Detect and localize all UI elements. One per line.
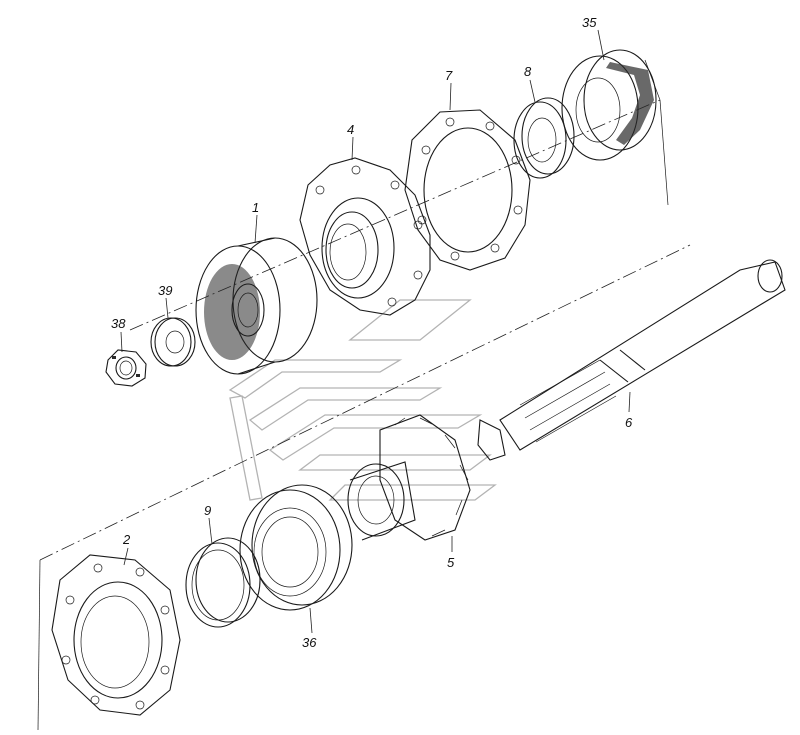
callout-1: 1 xyxy=(252,200,259,215)
part-9-spacer-ring xyxy=(185,537,261,628)
part-36-bearing xyxy=(239,484,353,611)
callout-8: 8 xyxy=(524,64,532,79)
callout-7: 7 xyxy=(445,68,453,83)
callout-9: 9 xyxy=(204,503,211,518)
callout-labels: 35 8 7 4 1 39 38 6 5 2 9 36 xyxy=(111,15,633,650)
part-2-cover xyxy=(51,554,181,716)
callout-39: 39 xyxy=(158,283,172,298)
center-axis-lower xyxy=(37,244,691,731)
part-4-housing xyxy=(299,157,431,316)
part-1-flange xyxy=(195,237,318,375)
part-35-bearing xyxy=(561,49,657,161)
callout-2: 2 xyxy=(122,532,131,547)
callout-4: 4 xyxy=(347,122,354,137)
watermark-logo xyxy=(228,299,497,501)
part-6-shaft xyxy=(477,259,786,461)
callout-5: 5 xyxy=(447,555,455,570)
part-8-seal-ring xyxy=(513,97,575,179)
callout-36: 36 xyxy=(302,635,317,650)
part-38-castle-nut xyxy=(105,349,147,387)
part-39-washer xyxy=(150,317,196,367)
part-7-gasket xyxy=(404,109,531,271)
callout-38: 38 xyxy=(111,316,126,331)
part-5-bevel-gear xyxy=(347,414,471,541)
callout-35: 35 xyxy=(582,15,597,30)
callout-6: 6 xyxy=(625,415,633,430)
leader-lines xyxy=(120,29,631,634)
